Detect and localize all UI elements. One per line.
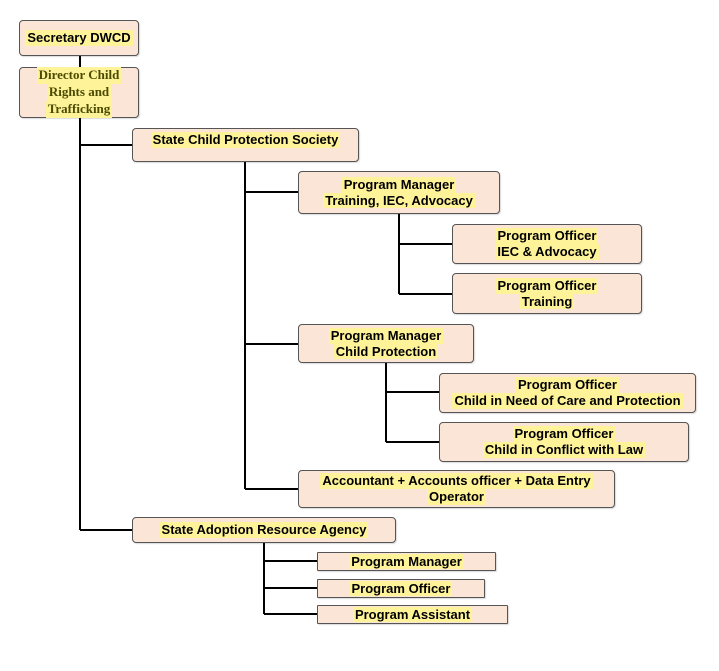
node-label: Secretary DWCD <box>25 30 133 46</box>
node-label: Program Officer <box>349 580 453 597</box>
node-label: Program Assistant <box>352 606 473 623</box>
node-sara-program-manager: Program Manager <box>317 552 496 571</box>
node-label: Training <box>519 293 575 310</box>
node-label: Child in Conflict with Law <box>482 442 646 458</box>
node-label: Training, IEC, Advocacy <box>323 192 475 209</box>
node-label: State Adoption Resource Agency <box>159 522 369 538</box>
node-po-iec-advocacy: Program Officer IEC & Advocacy <box>452 224 642 264</box>
node-label: Operator <box>427 489 486 505</box>
node-label: Program Officer <box>516 377 619 393</box>
node-label: Program Manager <box>341 176 457 193</box>
node-director-child-rights: Director Child Rights and Trafficking <box>19 67 139 118</box>
node-label: Program Manager <box>349 553 464 570</box>
node-sara-program-assistant: Program Assistant <box>317 605 508 624</box>
node-label: Director Child <box>36 67 122 85</box>
node-label: Accountant + Accounts officer + Data Ent… <box>320 473 593 489</box>
node-state-adoption-resource-agency: State Adoption Resource Agency <box>132 517 396 543</box>
node-po-child-in-need: Program Officer Child in Need of Care an… <box>439 373 696 413</box>
node-po-training: Program Officer Training <box>452 273 642 314</box>
node-label: Program Officer <box>495 228 599 244</box>
node-sara-program-officer: Program Officer <box>317 579 485 598</box>
node-label: Trafficking <box>45 100 113 118</box>
node-label: Program Officer <box>495 277 599 294</box>
node-label: State Child Protection Society <box>150 132 341 148</box>
node-label: Program Manager <box>328 327 444 344</box>
node-accountant-data-entry: Accountant + Accounts officer + Data Ent… <box>298 470 615 508</box>
node-label: Program Officer <box>512 426 616 442</box>
node-po-child-in-conflict: Program Officer Child in Conflict with L… <box>439 422 689 462</box>
node-pm-training-iec-advocacy: Program Manager Training, IEC, Advocacy <box>298 171 500 214</box>
node-state-child-protection-society: State Child Protection Society <box>132 128 359 162</box>
node-label: IEC & Advocacy <box>495 244 599 260</box>
node-label: Rights and <box>46 84 112 101</box>
node-label: Child Protection <box>333 343 439 360</box>
node-label: Child in Need of Care and Protection <box>452 393 683 409</box>
node-pm-child-protection: Program Manager Child Protection <box>298 324 474 363</box>
node-secretary-dwcd: Secretary DWCD <box>19 20 139 56</box>
